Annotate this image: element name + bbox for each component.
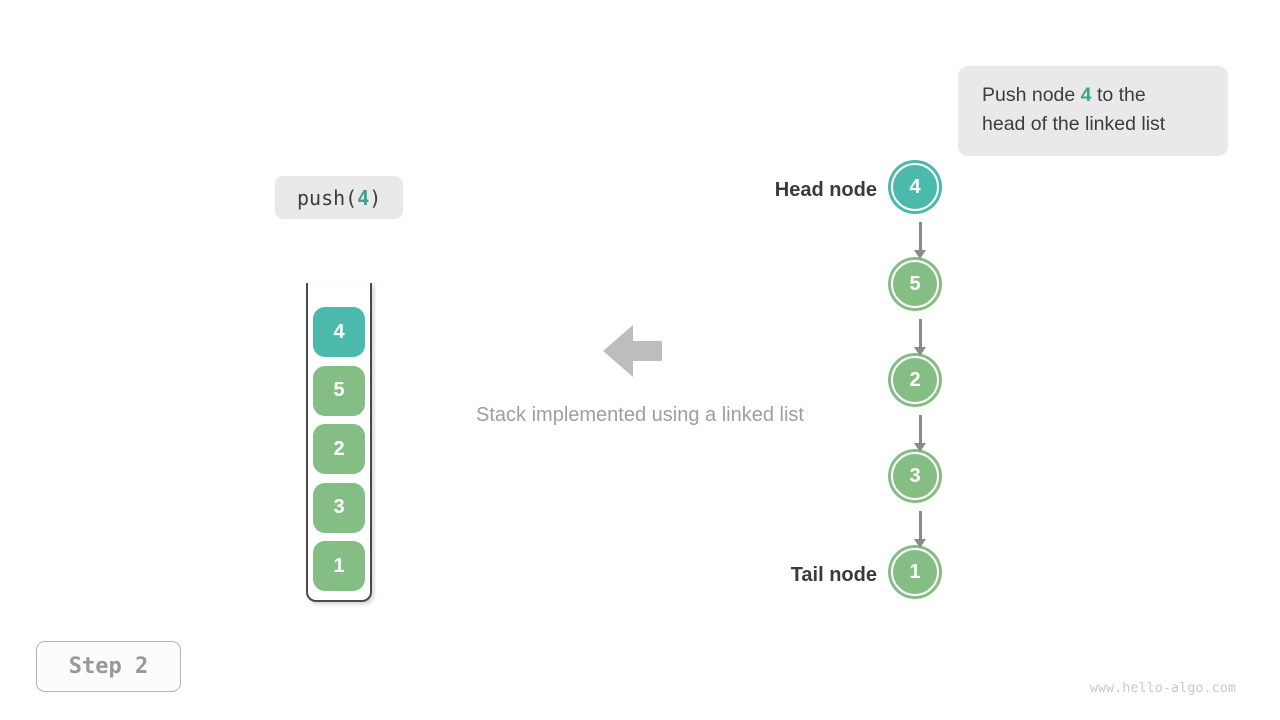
watermark: www.hello-algo.com [1089, 680, 1236, 696]
left-block-arrow-icon [603, 325, 662, 377]
stack-container: 4 5 2 3 1 [306, 283, 372, 602]
linked-list-node: 5 [891, 260, 939, 308]
stack-item: 1 [313, 541, 365, 591]
operation-label: push(4) [275, 176, 404, 219]
tail-node-label: Tail node [790, 564, 877, 586]
diagram-caption: Stack implemented using a linked list [476, 404, 804, 426]
callout-text-prefix: Push node [982, 84, 1081, 106]
callout-text-line2: head of the linked list [982, 113, 1166, 135]
linked-list-node: 3 [891, 452, 939, 500]
linked-list-node: 2 [891, 356, 939, 404]
down-arrow-connector-icon [914, 415, 926, 452]
operation-arg: 4 [357, 185, 370, 210]
linked-list-node: 1 [891, 548, 939, 596]
down-arrow-connector-icon [914, 511, 926, 548]
operation-prefix: push( [297, 185, 358, 210]
step-badge: Step 2 [36, 641, 181, 692]
stack-item: 2 [313, 424, 365, 474]
stack-item: 3 [313, 482, 365, 533]
callout-text-suffix: to the [1091, 84, 1146, 106]
linked-list-node: 4 [891, 163, 939, 211]
stack-item: 4 [313, 307, 365, 357]
stack-item: 5 [313, 365, 365, 416]
down-arrow-connector-icon [914, 319, 926, 356]
operation-suffix: ) [369, 185, 382, 210]
down-arrow-connector-icon [914, 222, 926, 259]
callout-highlight-value: 4 [1080, 84, 1092, 106]
callout-bubble: Push node 4 to the head of the linked li… [958, 66, 1228, 156]
head-node-label: Head node [774, 179, 877, 201]
